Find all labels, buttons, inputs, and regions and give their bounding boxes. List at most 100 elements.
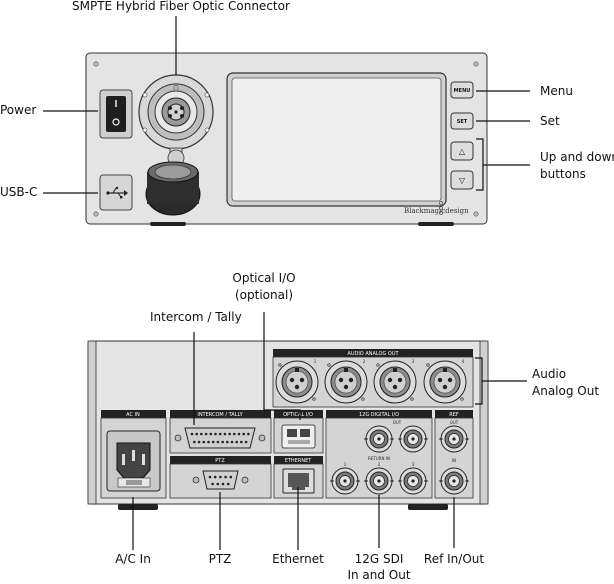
pin [240,440,243,444]
updown-callout-line1: Up and down [540,150,614,164]
xlr-number: 4 [462,359,465,364]
up-button[interactable]: △ [450,141,474,161]
power-switch[interactable] [99,89,133,139]
pin [223,432,227,436]
ac-power-socket[interactable] [106,430,161,492]
sdi-out-label: OUT [393,420,402,425]
pin [200,432,203,436]
ac-in-callout: A/C In [115,552,151,566]
pin [218,432,222,436]
smpte-connector[interactable] [138,74,214,150]
xlr-connector[interactable] [275,360,319,404]
ptz-callout: PTZ [208,552,232,566]
ethernet-callout: Ethernet [272,552,324,566]
intercom-tally-label: INTERCOM / TALLY [197,412,243,418]
screw-icon [93,61,99,67]
optical-io-port[interactable] [281,424,316,449]
xlr-number: 3 [412,359,415,364]
pin [235,440,238,444]
pin [221,440,224,444]
sdi-number-1: 1 [344,462,347,467]
usbc-callout: USB-C [0,185,38,199]
menu-callout: Menu [540,84,573,98]
pin [244,440,248,444]
pin [197,440,201,444]
pin [221,482,225,486]
brand-logo: Blackmagicdesign [404,207,469,215]
up-arrow-icon: △ [459,147,466,156]
power-callout: Power [0,103,37,117]
ref-in-label: IN [452,458,456,463]
pin [226,482,230,486]
audio-callout-line1: Audio [532,367,567,381]
bnc-connector[interactable] [364,467,394,495]
front-panel: MENU SET △ ▽ Blackmagicdesign [85,52,488,226]
menu-button[interactable]: MENU [450,81,474,99]
pin [209,432,213,436]
pin [228,432,231,436]
xlr-connector[interactable] [423,360,467,404]
set-button[interactable]: SET [450,112,474,130]
pin [242,432,245,436]
screw-icon [473,61,479,67]
pin [211,440,215,444]
pin [214,432,217,436]
bnc-connector[interactable] [398,467,428,495]
bnc-connector[interactable] [439,425,469,453]
audio-analog-out-label: AUDIO ANALOG OUT [347,351,399,357]
intercom-callout: Intercom / Tally [150,310,242,324]
digital-io-label: 12G DIGITAL I/O [359,412,399,418]
optical-io-callout-line1: Optical I/O [232,271,296,285]
sdi-callout-line2: In and Out [347,568,411,582]
pin [237,432,241,436]
pin [233,432,236,436]
pin [195,432,198,436]
screw-icon [93,211,99,217]
optical-io-label: OPTICAL I/O [283,412,313,418]
bnc-connector[interactable] [398,425,428,453]
dust-cap [145,147,201,216]
pin [190,432,194,436]
pin [208,475,212,479]
xlr-number: 2 [363,359,366,364]
sdi-number-3: 3 [412,462,415,467]
rear-callout-lines [132,312,527,550]
down-button[interactable]: ▽ [450,170,474,190]
pin [226,440,229,444]
pin [216,482,220,486]
usbc-port[interactable] [99,174,133,211]
set-button-label: SET [457,119,468,125]
sdi-number-2: 2 [378,462,381,467]
pin [229,475,233,479]
bnc-connector[interactable] [330,467,360,495]
pin [207,440,210,444]
ref-callout: Ref In/Out [423,552,485,566]
ethernet-port[interactable] [282,468,315,494]
pin [193,440,196,444]
pin [216,440,220,444]
bnc-connector[interactable] [439,467,469,495]
rear-panel: AUDIO ANALOG OUT 1 2 3 4 AC IN INTERCOM / T… [87,340,489,510]
down-arrow-icon: ▽ [459,176,466,185]
sdi-callout-line1: 12G SDI [354,552,404,566]
pin [211,482,214,486]
screw-icon [473,211,479,217]
ac-in-label: AC IN [126,412,140,418]
xlr-connector[interactable] [373,360,417,404]
lcd-screen [226,72,447,207]
menu-button-label: MENU [454,88,471,94]
audio-callout-line2: Analog Out [532,384,600,398]
pin [224,475,227,479]
xlr-number: 1 [314,359,317,364]
sdi-return-in-label: RETURN IN [368,456,390,461]
smpte-connector-callout: SMPTE Hybrid Fiber Optic Connector [72,0,290,13]
set-callout: Set [540,114,560,128]
xlr-connector[interactable] [324,360,368,404]
ethernet-label: ETHERNET [285,458,313,464]
pin [204,432,208,436]
pin [219,475,222,479]
bnc-connector[interactable] [364,425,394,453]
pin [230,440,234,444]
ptz-label: PTZ [215,458,225,464]
optical-io-callout-line2: (optional) [235,288,293,302]
